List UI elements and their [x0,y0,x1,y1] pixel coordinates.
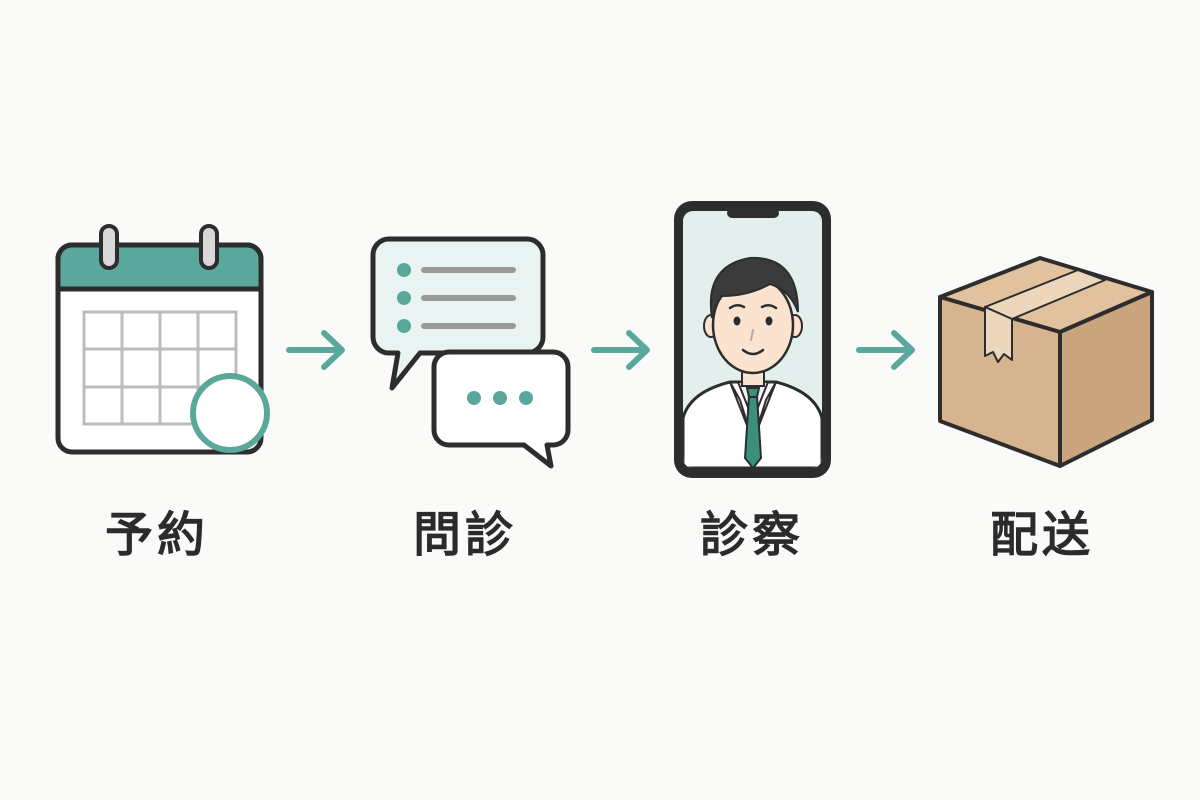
chat-bubbles-icon [370,236,571,469]
package-box-icon [938,256,1154,468]
step-label-reservation: 予約 [104,507,209,563]
step-label-questionnaire: 問診 [412,507,517,563]
smartphone-doctor-icon [674,201,831,478]
arrow-right-icon [286,330,345,370]
arrow-right-icon [591,330,650,370]
arrow-right-icon [856,330,915,370]
step-label-delivery: 配送 [989,507,1094,563]
doctor-avatar [683,256,822,468]
calendar-icon [55,224,270,455]
step-label-consultation: 診察 [699,507,804,563]
